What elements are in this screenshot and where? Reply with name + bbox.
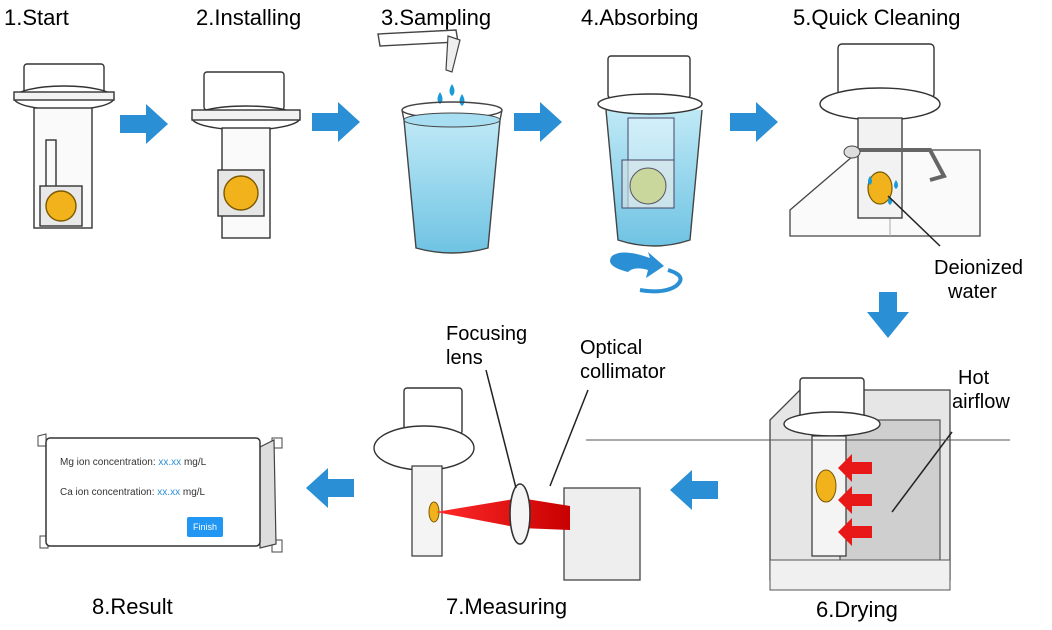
annotation-focusing-lens: Focusing lens bbox=[446, 322, 527, 370]
focusing-lens-shape bbox=[509, 483, 531, 545]
annotation-deionized-water-line2: water bbox=[948, 281, 997, 303]
step-label-result: 8.Result bbox=[92, 594, 173, 619]
hot-airflow-arrow-icon bbox=[838, 486, 872, 514]
flow-arrows bbox=[120, 102, 909, 510]
rotate-icon bbox=[610, 252, 664, 278]
laser-beam bbox=[436, 498, 570, 530]
drying-illustration bbox=[769, 377, 953, 591]
step-label-measuring: 7.Measuring bbox=[446, 594, 568, 619]
measuring-illustration bbox=[373, 369, 1010, 581]
ca-concentration-label: Ca ion concentration: bbox=[60, 487, 155, 498]
annotation-deionized-water-line1: Deionized bbox=[934, 257, 1023, 279]
water-drop-icon bbox=[449, 84, 455, 96]
annotation-focusing-lens-line1: Focusing bbox=[446, 323, 528, 345]
start-device-illustration bbox=[13, 63, 115, 229]
ca-concentration-value: xx.xx bbox=[157, 487, 181, 498]
hot-airflow-arrows bbox=[838, 454, 872, 546]
mg-concentration-label: Mg ion concentration: bbox=[60, 457, 156, 468]
annotation-deionized-water: Deionized water bbox=[934, 256, 1023, 304]
step-label-installing: 2.Installing bbox=[196, 5, 302, 30]
hot-airflow-arrow-icon bbox=[838, 518, 872, 546]
ca-concentration-row: Ca ion concentration: xx.xx mg/L bbox=[60, 486, 250, 500]
annotation-optical-collimator-line2: collimator bbox=[580, 361, 666, 383]
step-label-start: 1.Start bbox=[4, 5, 69, 30]
step-label-drying: 6.Drying bbox=[816, 597, 898, 622]
absorbing-illustration bbox=[597, 55, 703, 294]
step-label-absorbing: 4.Absorbing bbox=[581, 5, 699, 30]
hot-airflow-arrow-icon bbox=[838, 454, 872, 482]
annotation-optical-collimator-line1: Optical bbox=[580, 337, 643, 359]
flow-arrow-1-2 bbox=[120, 104, 168, 144]
flow-arrow-4-5 bbox=[730, 102, 778, 142]
annotation-focusing-lens-line2: lens bbox=[446, 347, 483, 369]
flow-arrow-3-4 bbox=[514, 102, 562, 142]
step-label-sampling: 3.Sampling bbox=[381, 5, 492, 30]
finish-button[interactable]: Finish bbox=[187, 517, 223, 537]
annotation-hot-airflow-line2: airflow bbox=[952, 391, 1010, 413]
mg-concentration-unit: mg/L bbox=[183, 457, 207, 468]
sampling-illustration bbox=[377, 29, 503, 254]
flow-arrow-2-3 bbox=[312, 102, 360, 142]
mg-concentration-row: Mg ion concentration: xx.xx mg/L bbox=[60, 456, 250, 470]
ca-concentration-unit: mg/L bbox=[182, 487, 206, 498]
water-drop-icon bbox=[437, 92, 443, 104]
annotation-hot-airflow: Hot airflow bbox=[952, 366, 1010, 414]
annotation-hot-airflow-line1: Hot bbox=[958, 367, 990, 389]
mg-concentration-value: xx.xx bbox=[158, 457, 182, 468]
quick-cleaning-illustration bbox=[789, 43, 981, 247]
installing-device-illustration bbox=[191, 71, 301, 239]
flow-arrow-7-8 bbox=[306, 468, 354, 508]
flow-arrow-6-7 bbox=[670, 470, 718, 510]
water-drop-icon bbox=[459, 94, 465, 106]
step-label-quick-cleaning: 5.Quick Cleaning bbox=[793, 5, 961, 30]
flow-arrow-5-6 bbox=[867, 292, 909, 338]
result-screen: Mg ion concentration: xx.xx mg/L Ca ion … bbox=[60, 456, 250, 500]
annotation-optical-collimator: Optical collimator bbox=[580, 336, 666, 384]
